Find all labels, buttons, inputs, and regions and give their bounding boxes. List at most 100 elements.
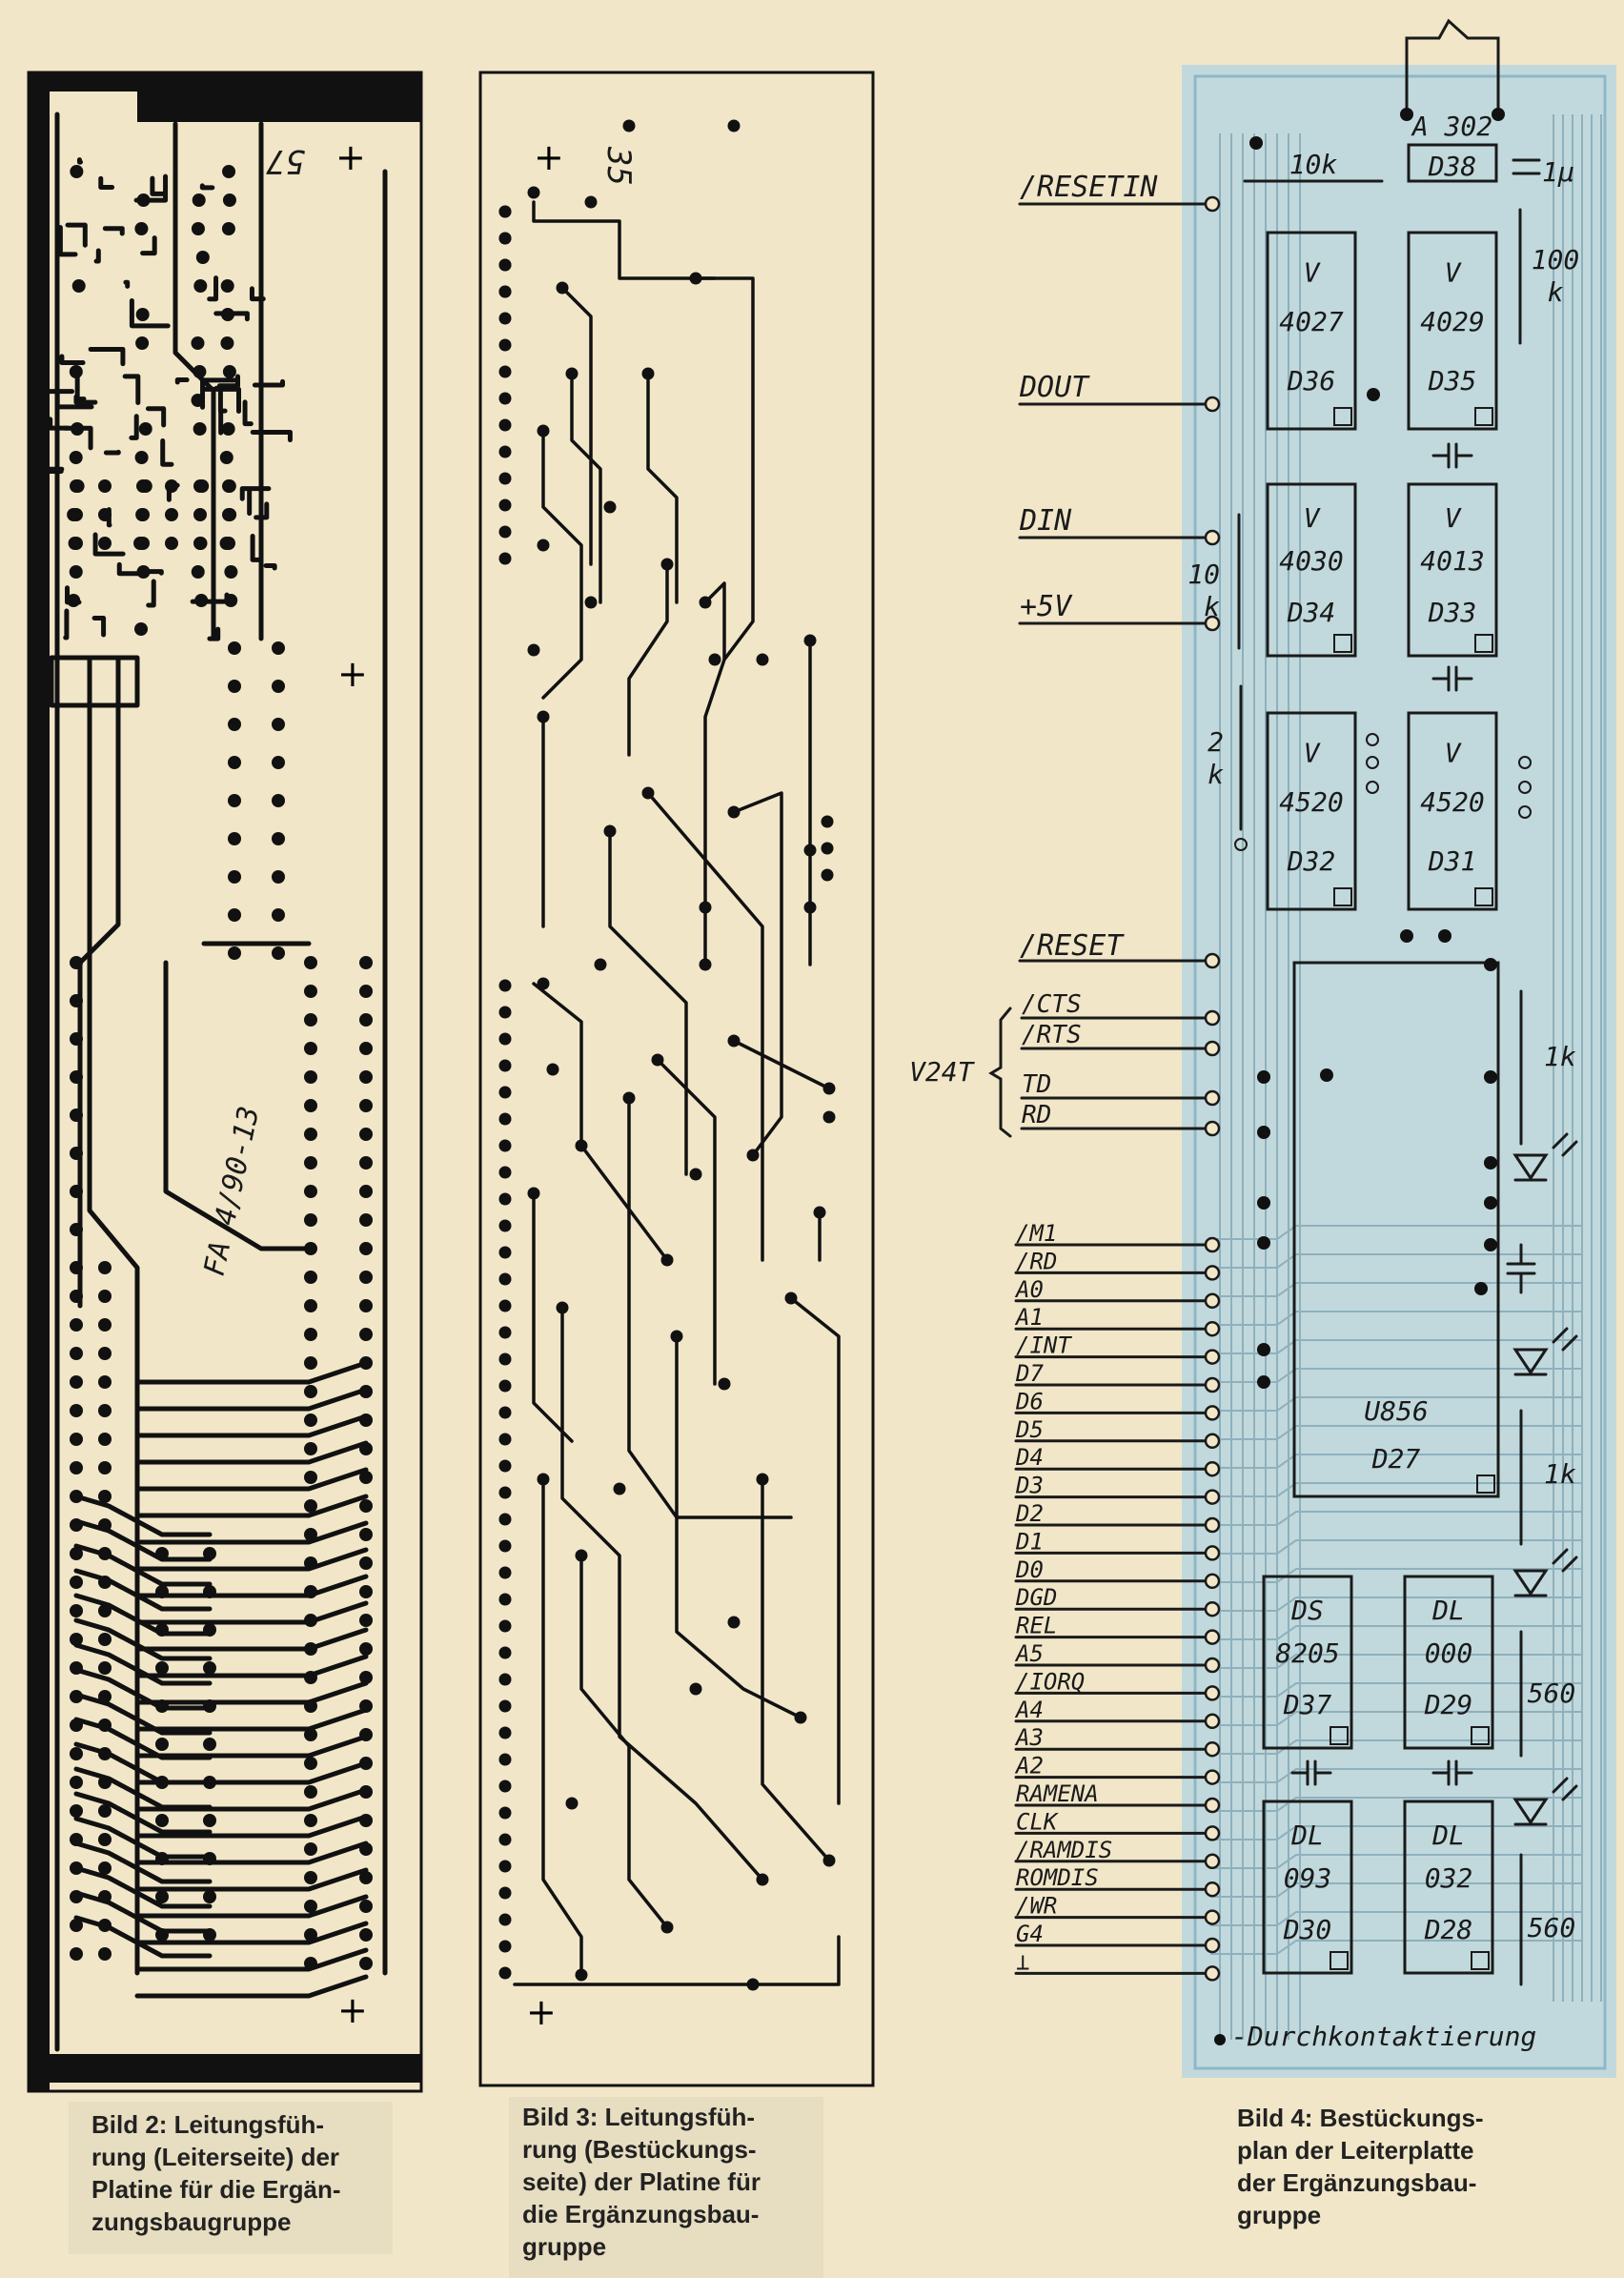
via: [1249, 136, 1263, 150]
signal-terminal: [1206, 1266, 1219, 1279]
signal-terminal: [1206, 1826, 1219, 1840]
chip-type: U856: [1364, 1395, 1428, 1427]
solder-pad: [304, 1242, 317, 1255]
solder-pad: [70, 1947, 83, 1961]
resistor-value: 1k: [1544, 1458, 1576, 1490]
via: [1438, 929, 1451, 943]
solder-pad: [70, 1290, 83, 1303]
solder-pad: [203, 1661, 216, 1675]
solder-pad: [576, 1140, 588, 1152]
via: [1474, 1282, 1488, 1295]
solder-pad: [359, 1842, 373, 1856]
signal-terminal: [1206, 1518, 1219, 1532]
solder-pad: [499, 1754, 512, 1766]
pcb-trace: [137, 1683, 366, 1702]
signal-terminal: [1206, 1911, 1219, 1924]
solder-pad: [203, 1585, 216, 1598]
solder-pad: [70, 1108, 83, 1122]
solder-pad: [134, 622, 148, 636]
solder-pad: [359, 1499, 373, 1513]
solder-pad: [70, 1890, 83, 1903]
solder-pad: [203, 1547, 216, 1560]
solder-pad: [623, 1092, 636, 1105]
solder-pad: [690, 1169, 702, 1181]
solder-pad: [499, 393, 512, 405]
solder-pad: [155, 1738, 169, 1751]
fig2-plus-bottom: +: [337, 1989, 368, 2031]
solder-pad: [304, 1471, 317, 1484]
solder-pad: [359, 1614, 373, 1627]
solder-pad: [499, 1460, 512, 1473]
via: [1367, 388, 1380, 401]
resistor-value: 10: [1188, 559, 1220, 590]
solder-pad: [70, 1318, 83, 1332]
solder-pad: [499, 446, 512, 458]
bus-signal-label: D2: [1015, 1500, 1044, 1527]
pcb-trace: [137, 1737, 366, 1756]
pcb-trace: [137, 1470, 366, 1489]
solder-pad: [155, 1776, 169, 1789]
solder-pad: [193, 365, 206, 378]
solder-pad: [499, 1327, 512, 1339]
fig4-caption: Bild 4: Bestückungs- plan der Leiterplat…: [1237, 2102, 1484, 2231]
via: [1257, 1126, 1270, 1139]
chip-type: DL: [1290, 1820, 1324, 1851]
signal-terminal: [1206, 1294, 1219, 1308]
solder-pad: [304, 985, 317, 998]
fig3-caption: Bild 3: Leitungsfüh- rung (Bestückungs- …: [522, 2101, 761, 2263]
solder-pad: [193, 537, 207, 550]
solder-pad: [499, 1780, 512, 1793]
solder-pad: [499, 1594, 512, 1606]
chip-part: 093: [1284, 1862, 1332, 1894]
solder-pad: [359, 1814, 373, 1827]
via: [1257, 1375, 1270, 1389]
solder-pad: [70, 1404, 83, 1417]
figure-3-component-side: 35 + +: [477, 69, 877, 2099]
pcb-trace: [137, 1977, 366, 1996]
solder-pad: [98, 479, 112, 493]
solder-pad: [224, 594, 237, 607]
pcb-trace: [66, 611, 67, 638]
v24-signal-label: /CTS: [1022, 990, 1082, 1019]
solder-pad: [98, 1576, 112, 1589]
chip-part: 4013: [1420, 545, 1484, 577]
solder-pad: [709, 654, 721, 666]
bus-signal-label: CLK: [1016, 1808, 1059, 1835]
chip-ref: D32: [1287, 845, 1336, 877]
signal-terminal: [1206, 1042, 1219, 1055]
bus-signal-label: A2: [1014, 1753, 1044, 1780]
solder-pad: [795, 1712, 807, 1724]
signal-terminal: [1206, 1939, 1219, 1952]
solder-pad: [98, 537, 112, 550]
pcb-trace: [79, 160, 80, 162]
pcb-trace: [629, 1098, 791, 1517]
solder-pad: [822, 843, 834, 855]
bus-signal-label: D3: [1015, 1473, 1044, 1499]
solder-pad: [70, 1147, 83, 1160]
solder-pad: [499, 1033, 512, 1046]
resistor-value: 560: [1528, 1678, 1576, 1709]
solder-pad: [304, 1385, 317, 1398]
solder-pad: [499, 526, 512, 539]
solder-pad: [304, 1900, 317, 1913]
solder-pad: [499, 980, 512, 992]
solder-pad: [499, 1567, 512, 1579]
solder-pad: [98, 1919, 112, 1932]
solder-pad: [304, 1585, 317, 1598]
bus-signal-label: RAMENA: [1016, 1780, 1099, 1807]
pcb-trace: [791, 1298, 839, 1803]
solder-pad: [194, 594, 208, 607]
solder-pad: [499, 1807, 512, 1820]
solder-pad: [499, 1620, 512, 1633]
signal-terminal: [1206, 1122, 1219, 1135]
solder-pad: [359, 1442, 373, 1455]
solder-pad: [70, 1461, 83, 1475]
bus-signal-label: A3: [1014, 1724, 1044, 1751]
solder-pad: [155, 1852, 169, 1865]
solder-pad: [137, 565, 151, 579]
pcb-trace: [202, 186, 212, 188]
solder-pad: [136, 479, 150, 493]
pcb-trace: [60, 228, 75, 254]
signal-terminal: [1206, 1462, 1219, 1475]
solder-pad: [528, 644, 540, 657]
